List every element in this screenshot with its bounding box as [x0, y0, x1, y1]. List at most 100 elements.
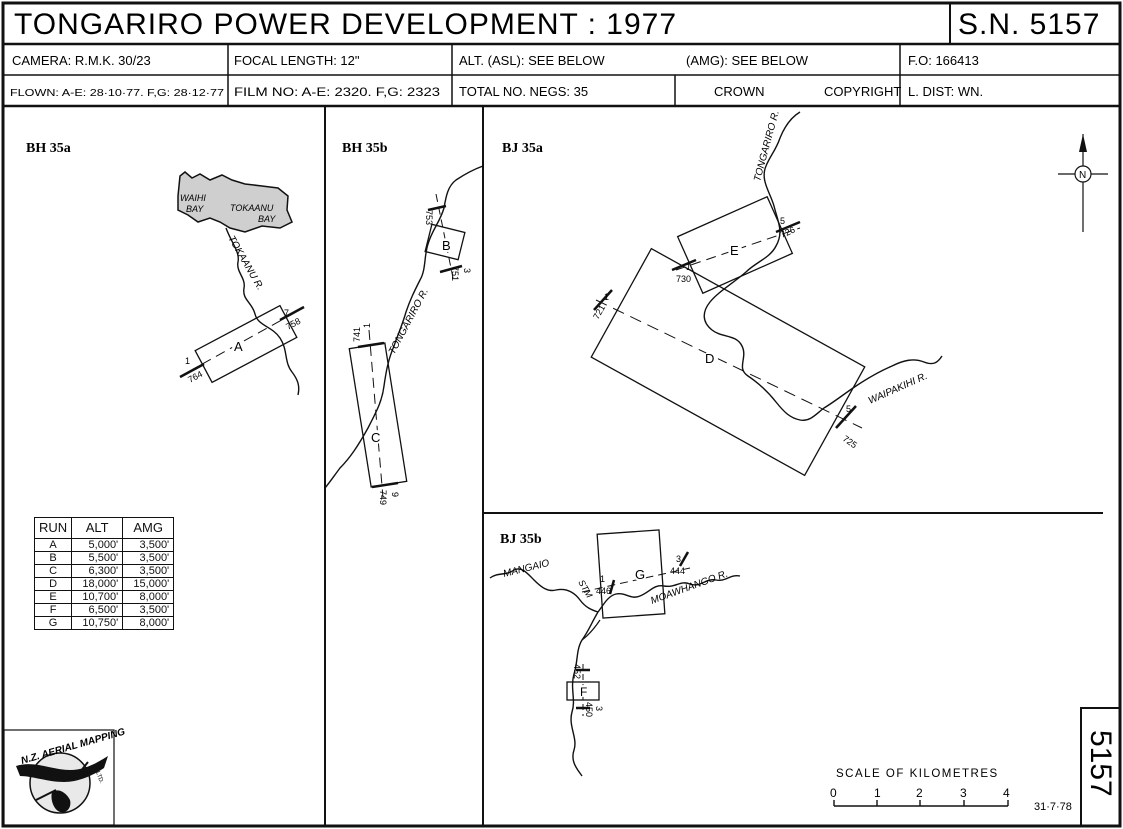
panel-bh35a: WAIHI BAY TOKAANU BAY TOKAANU R. A 1 764… [177, 171, 305, 396]
run-g-start-num: 1 [600, 574, 605, 584]
run-label-g: G [635, 567, 645, 582]
river-label-tongariro-bh35b: TONGARIRO R. [387, 287, 431, 357]
scale-tick-2: 2 [916, 786, 923, 800]
run-f-end-num: 3 [594, 706, 604, 711]
date-stamp: 31·7·78 [1034, 801, 1072, 813]
run-label-f: F [580, 685, 587, 699]
alt-cell: 6,500' [71, 603, 124, 617]
run-cell: B [33, 551, 73, 565]
river-label-mangaio: MANGAIO [502, 558, 551, 580]
lake-shoreline [177, 171, 293, 233]
amg-cell: 3,500' [122, 564, 175, 578]
flight-run-f: F 452 3 450 [566, 664, 604, 717]
alt-field: ALT. (ASL): SEE BELOW [459, 53, 605, 68]
run-cell: G [33, 616, 73, 630]
tongariro-river-bh35b [324, 165, 484, 489]
l-dist-field: L. DIST: WN. [908, 84, 983, 99]
north-label: N [1079, 170, 1086, 181]
run-e-start-neg: 730 [676, 274, 691, 284]
alt-cell: 18,000' [71, 577, 124, 591]
scale-bar: SCALE OF KILOMETRES 0 1 2 3 4 [830, 768, 1010, 807]
sheet-title: TONGARIRO POWER DEVELOPMENT : 1977 [14, 8, 677, 41]
fo-field: F.O: 166413 [908, 53, 979, 68]
run-cell: C [33, 564, 73, 578]
run-b-end-num: 3 [462, 268, 472, 273]
alt-cell: 5,000' [71, 538, 124, 552]
run-label-d: D [705, 351, 714, 366]
scale-tick-3: 3 [960, 786, 967, 800]
panel-label-bj35a: BJ 35a [502, 141, 543, 156]
flown-field: FLOWN: A-E: 28·10·77. F,G: 28·12·77 [10, 87, 224, 99]
flight-run-e: E 1 730 5 726 [671, 195, 801, 295]
panel-label-bh35a: BH 35a [26, 141, 71, 156]
run-label-b: B [442, 238, 451, 253]
run-cell: F [33, 603, 73, 617]
run-e-end-neg: 726 [779, 225, 797, 240]
moawhango-river [597, 574, 741, 613]
run-g-end-neg: 444 [670, 566, 685, 576]
run-d-start-num: 1 [604, 292, 609, 302]
table-header-alt: ALT [71, 517, 124, 539]
camera-field: CAMERA: R.M.K. 30/23 [12, 53, 151, 68]
tokaanu-river [225, 227, 300, 396]
total-negs-field: TOTAL NO. NEGS: 35 [459, 84, 588, 99]
logo-text-ltd: LTD. [94, 771, 104, 785]
scale-tick-4: 4 [1003, 786, 1010, 800]
flight-run-g: G 1 446 3 444 [581, 529, 691, 619]
run-a-start-num: 1 [185, 356, 190, 366]
amg-cell: 15,000' [122, 577, 175, 591]
focal-length-field: FOCAL LENGTH: 12" [234, 53, 360, 68]
panel-label-bh35b: BH 35b [342, 141, 388, 156]
run-d-end-neg: 725 [841, 433, 859, 450]
amg-cell: 3,500' [122, 551, 175, 565]
alt-cell: 10,750' [71, 616, 124, 630]
run-b-start-neg: 753 [424, 210, 434, 225]
scale-tick-0: 0 [830, 786, 837, 800]
amg-cell: 8,000' [122, 616, 175, 630]
water-label-tokaanu: TOKAANU [230, 203, 274, 213]
film-no-field: FILM NO: A-E: 2320. F,G: 2323 [234, 87, 440, 99]
run-g-end-num: 3 [676, 554, 681, 564]
table-header-amg: AMG [122, 517, 175, 539]
run-d-start-neg: 721 [591, 303, 607, 321]
water-label-bay-2: BAY [258, 214, 276, 224]
run-c-end-num: 9 [390, 492, 400, 497]
panel-bh35b: TONGARIRO R. B 753 3 751 C 1 741 9 749 [324, 165, 484, 505]
nz-aerial-mapping-logo: N.Z. AERIAL MAPPING LTD. [3, 727, 127, 826]
panel-label-bj35b: BJ 35b [500, 532, 542, 547]
river-label-waipakihi: WAIPAKIHI R. [867, 371, 930, 407]
main-river-bj35b [570, 611, 599, 777]
run-c-end-neg: 749 [378, 490, 388, 505]
amg-cell: 3,500' [122, 603, 175, 617]
copyright-field: COPYRIGHT [824, 84, 901, 99]
run-cell: A [33, 538, 73, 552]
water-label-bay-1: BAY [186, 204, 204, 214]
run-label-e: E [730, 243, 739, 258]
run-g-start-neg: 446 [596, 586, 611, 596]
scale-tick-1: 1 [874, 786, 881, 800]
river-label-mangaio-stm: STM [576, 578, 594, 600]
flight-run-a: A 1 764 7 758 [179, 304, 305, 385]
run-a-end-num: 7 [284, 308, 289, 318]
north-arrow: N [1058, 134, 1108, 232]
alt-cell: 5,500' [71, 551, 124, 565]
water-label-waihi: WAIHI [180, 193, 206, 203]
run-e-start-num: 1 [686, 262, 691, 272]
sheet-number: S.N. 5157 [958, 8, 1100, 41]
run-label-c: C [371, 430, 380, 445]
alt-cell: 6,300' [71, 564, 124, 578]
table-header-run: RUN [33, 517, 73, 539]
run-label-a: A [234, 339, 243, 354]
panel-bj35b: MANGAIO STM MOAWHANGO R. G 1 446 3 444 F… [489, 529, 741, 777]
tongariro-river-bj35a [703, 111, 943, 422]
run-c-start-num: 1 [362, 323, 372, 328]
run-d-end-num: 5 [846, 404, 851, 414]
